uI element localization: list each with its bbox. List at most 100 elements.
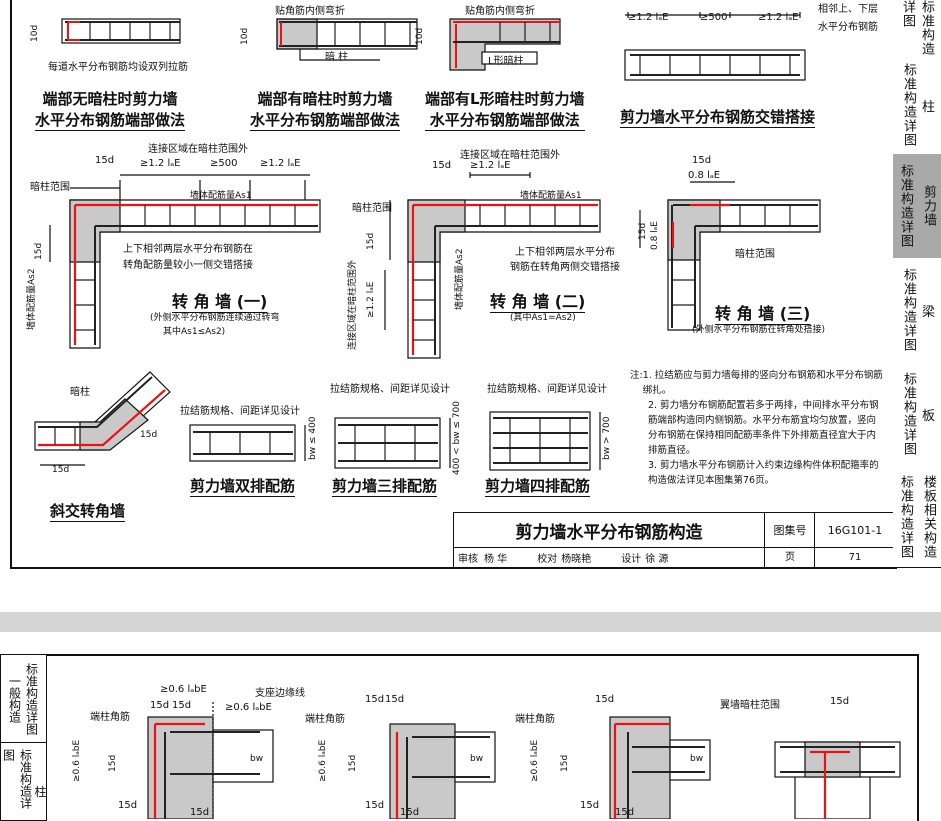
atlas-label: 图集号 — [764, 513, 815, 548]
c2-15d-v: 15d — [366, 232, 376, 250]
p2-d3-vlab: ≥0.6 lₐbE — [530, 739, 540, 782]
c1-15d: 15d — [95, 155, 115, 166]
caption-3-line1: 端部有L形暗柱时剪力墙 — [425, 90, 585, 108]
side-tab-beam[interactable]: 标准构造详图 梁 — [893, 258, 941, 363]
detail-triple-row — [334, 417, 451, 469]
side-tab-general-label: 标准构造详图 — [900, 0, 934, 56]
rebar-drawings — [34, 12, 821, 471]
p2-tab-general-short: 一般构造 — [7, 675, 22, 723]
lap-note-2: 水平分布钢筋 — [818, 22, 878, 33]
drawing-sheet-next: 一般构造 标准构造详图 标准构造详图 柱 — [0, 632, 941, 821]
p2-d3-15c: 15d — [560, 754, 570, 772]
detail-stagger-lap — [624, 12, 806, 81]
p2-d1-lab1: ≥0.6 lₐbE — [160, 684, 207, 695]
c1-sub-2: 其中As1≤As2) — [163, 327, 226, 337]
p2-d1-support: 支座边缘线 — [255, 688, 305, 699]
tri-spec: 拉结筋规格、间距详见设计 — [330, 384, 450, 395]
side-tab-shear-wall-label: 标准构造详图 — [898, 164, 913, 248]
detail-corner-wall-2 — [384, 172, 601, 359]
c3-15d-v: 15d — [638, 222, 648, 240]
side-tab-beam-label: 标准构造详图 — [900, 268, 916, 352]
p2-tab-column[interactable]: 标准构造详图 柱 — [0, 742, 47, 821]
p2-d3-15a: 15d — [595, 694, 615, 705]
caption-2: 端部有暗柱时剪力墙 水平分布钢筋端部做法 — [250, 88, 401, 131]
bend-label-1: 贴角筋内侧弯折 — [275, 6, 345, 17]
signature-row: 审核 杨 华 校对 杨晓艳 设计 徐 源 页 71 — [454, 547, 894, 568]
side-tab-column-label: 标准构造详图 — [900, 63, 916, 147]
p2-d1-15e: 15d — [190, 807, 210, 818]
side-tab-floor-related-label: 标准构造详图 — [898, 474, 913, 559]
side-tab-floor-related[interactable]: 标准构造详图 楼板相关构造 — [893, 466, 941, 568]
c1-note-1: 上下相邻两层水平分布钢筋在 — [123, 244, 253, 255]
c2-title: 转 角 墙 (二) — [490, 288, 586, 313]
c2-as2: 墙体配筋量As2 — [455, 248, 465, 310]
obl-15d-a: 15d — [140, 430, 158, 440]
checker-name: 杨晓艳 — [561, 554, 592, 565]
side-tab-general[interactable]: 标准构造详图 — [893, 0, 941, 57]
dim-10d-c: 10d — [415, 27, 425, 45]
note-3: 3. 剪力墙水平分布钢筋计入约束边缘构件体积配箍率的构造做法详见本图集第76页。 — [648, 460, 879, 486]
caption-3: 端部有L形暗柱时剪力墙 水平分布钢筋端部做法 — [425, 88, 585, 131]
p2-tab-general-label: 标准构造详图 — [24, 663, 39, 735]
detail-corner-wall-3 — [639, 181, 821, 331]
p2-d1-15a: 15d — [150, 700, 170, 711]
c3-15d: 15d — [692, 155, 712, 166]
detail-quad-row — [489, 411, 601, 471]
caption-2-line1: 端部有暗柱时剪力墙 — [257, 90, 393, 108]
caption-1: 端部无暗柱时剪力墙 水平分布钢筋端部做法 — [35, 88, 186, 131]
side-tab-column[interactable]: 标准构造详图 柱 — [893, 56, 941, 155]
lap-c: ≥1.2 lₐE — [758, 12, 799, 23]
c2-zone: 连接区域在暗柱范围外 — [460, 150, 560, 161]
c3-lap-v: 0.8 lₐE — [650, 221, 660, 250]
side-tab-column-short: 柱 — [921, 99, 935, 115]
caption-1-line2: 水平分布钢筋端部做法 — [35, 111, 186, 131]
title-block: 剪力墙水平分布钢筋构造 图集号 16G101-1 审核 杨 华 校对 杨晓艳 设… — [453, 512, 895, 569]
p2-d1-vlab: ≥0.6 lₐbE — [72, 739, 82, 782]
bend-label-2: 贴角筋内侧弯折 — [465, 6, 535, 17]
quad-bw: bw > 700 — [602, 416, 612, 460]
c1-lap-c: ≥1.2 lₐE — [260, 158, 301, 169]
caption-3-line2: 水平分布钢筋端部做法 — [425, 109, 585, 131]
p2-d1-bw: bw — [250, 754, 264, 764]
side-tab-slab[interactable]: 标准构造详图 板 — [893, 362, 941, 467]
notes-block: 注: 1. 拉结筋应与剪力墙每排的竖向分布钢筋和水平分布钢筋绑扎。 2. 剪力墙… — [630, 368, 885, 488]
sheet-title: 剪力墙水平分布钢筋构造 — [454, 513, 765, 548]
c1-as1: 墙体配筋量As1 — [190, 191, 252, 201]
caption-4: 剪力墙水平分布钢筋交错搭接 — [620, 108, 816, 128]
detail-double-row — [189, 424, 306, 462]
c3-title: 转 角 墙 (三) — [715, 300, 811, 325]
side-tab-slab-short: 板 — [921, 408, 935, 424]
p2-d3-endcol: 端柱角筋 — [515, 714, 555, 725]
reviewer-name: 杨 华 — [484, 554, 508, 565]
c2-as1: 墙体配筋量As1 — [520, 191, 582, 201]
c1-sub-1: (外侧水平分布钢筋连续通过转弯 — [150, 313, 280, 323]
drawing-sheet-71: 10d 每道水平分布钢筋均设双列拉筋 贴角筋内侧弯折 10d 暗 柱 贴角筋内侧… — [10, 0, 941, 569]
p2-tab-general[interactable]: 一般构造 标准构造详图 — [0, 654, 47, 744]
p2-d1-15c: 15d — [108, 754, 118, 772]
p2-d1-15b: 15d — [172, 700, 192, 711]
p2-d2-vlab: ≥0.6 lₐbE — [318, 739, 328, 782]
side-tab-shear-wall-short: 剪力墙 — [921, 185, 936, 227]
quad-spec: 拉结筋规格、间距详见设计 — [487, 384, 607, 395]
caption-1-line1: 端部无暗柱时剪力墙 — [42, 90, 178, 108]
p2-d3-15d: 15d — [580, 800, 600, 811]
p2-d2-15b: 15d — [385, 694, 405, 705]
lap-a: ≥1.2 lₐE — [628, 12, 669, 23]
lap-note-1: 相邻上、下层 — [818, 4, 878, 15]
c2-note-1: 上下相邻两层水平分布 — [515, 247, 615, 258]
p2-d2-15a: 15d — [365, 694, 385, 705]
p2-d2-endcol: 端柱角筋 — [305, 714, 345, 725]
c1-zone: 连接区域在暗柱范围外 — [148, 144, 248, 155]
c2-15d: 15d — [432, 160, 452, 171]
design-label: 设计 — [621, 554, 642, 565]
p2-d1-endcol: 端柱角筋 — [90, 712, 130, 723]
c1-anzhu-range: 暗柱范围 — [30, 182, 70, 193]
review-label: 审核 — [458, 554, 478, 565]
p2-drawings — [147, 702, 901, 819]
note-2: 2. 剪力墙分布钢筋配置若多于两排，中间排水平分布钢筋端部构造同内侧钢筋。水平分… — [648, 400, 879, 456]
detail-no-anzhu — [61, 18, 181, 44]
p2-tab-column-label: 标准构造详图 — [1, 749, 33, 809]
p2-d3-bw: bw — [690, 754, 704, 764]
anzhu-label: 暗 柱 — [325, 52, 349, 63]
side-tab-shear-wall[interactable]: 标准构造详图 剪力墙 — [893, 154, 941, 259]
